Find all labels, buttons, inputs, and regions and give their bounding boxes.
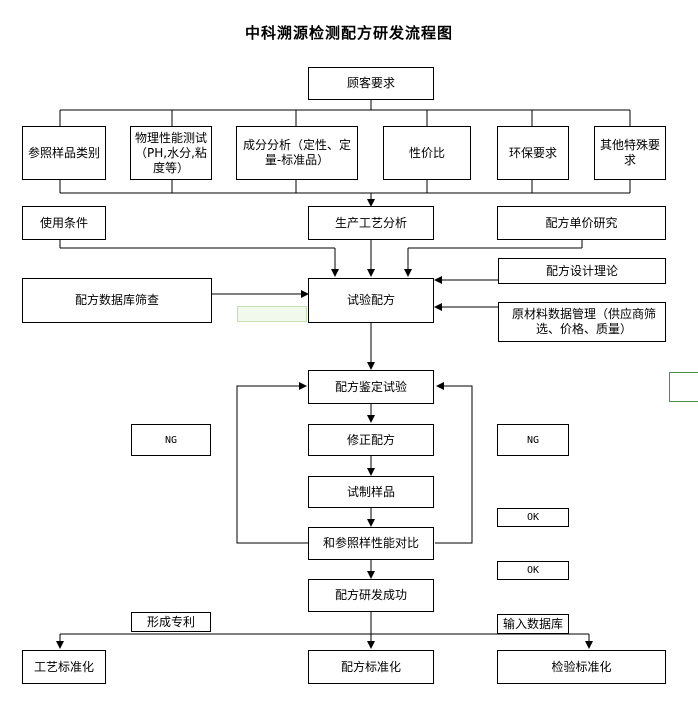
node-composition-analysis: 成分分析（定性、定量-标准品） xyxy=(236,126,358,180)
node-trial-formula: 试验配方 xyxy=(308,278,434,323)
decorative-edge-cell xyxy=(669,372,698,402)
node-use-conditions: 使用条件 xyxy=(22,206,106,240)
label-ng-left: NG xyxy=(131,424,211,456)
node-price-performance: 性价比 xyxy=(383,126,471,180)
label-patent: 形成专利 xyxy=(131,612,211,632)
diagram-title: 中科溯源检测配方研发流程图 xyxy=(244,24,453,42)
node-compare-reference: 和参照样性能对比 xyxy=(308,527,434,560)
label-input-database: 输入数据库 xyxy=(497,614,569,634)
node-revise-formula: 修正配方 xyxy=(308,424,434,456)
node-customer-requirements: 顾客要求 xyxy=(308,67,434,100)
node-trial-sample: 试制样品 xyxy=(308,476,434,508)
label-ok-1: OK xyxy=(497,508,569,527)
node-reference-category: 参照样品类别 xyxy=(22,126,106,180)
node-physical-test: 物理性能测试（PH,水分,粘度等） xyxy=(130,126,212,180)
node-identification-test: 配方鉴定试验 xyxy=(308,370,434,404)
node-process-standardization: 工艺标准化 xyxy=(22,650,106,684)
node-environmental: 环保要求 xyxy=(497,126,569,180)
node-process-analysis: 生产工艺分析 xyxy=(308,206,434,240)
decorative-highlight-cell xyxy=(237,306,307,322)
node-other-special: 其他特殊要求 xyxy=(594,126,666,180)
label-ok-2: OK xyxy=(497,561,569,580)
node-database-screening: 配方数据库筛查 xyxy=(22,278,212,323)
node-design-theory: 配方设计理论 xyxy=(498,258,666,284)
node-formula-success: 配方研发成功 xyxy=(308,579,434,612)
label-ng-right: NG xyxy=(497,424,569,456)
node-unit-price-study: 配方单价研究 xyxy=(497,206,666,240)
node-test-standardization: 检验标准化 xyxy=(497,650,666,684)
node-formula-standardization: 配方标准化 xyxy=(308,650,434,684)
node-raw-material-management: 原材料数据管理（供应商筛选、价格、质量） xyxy=(498,302,666,342)
